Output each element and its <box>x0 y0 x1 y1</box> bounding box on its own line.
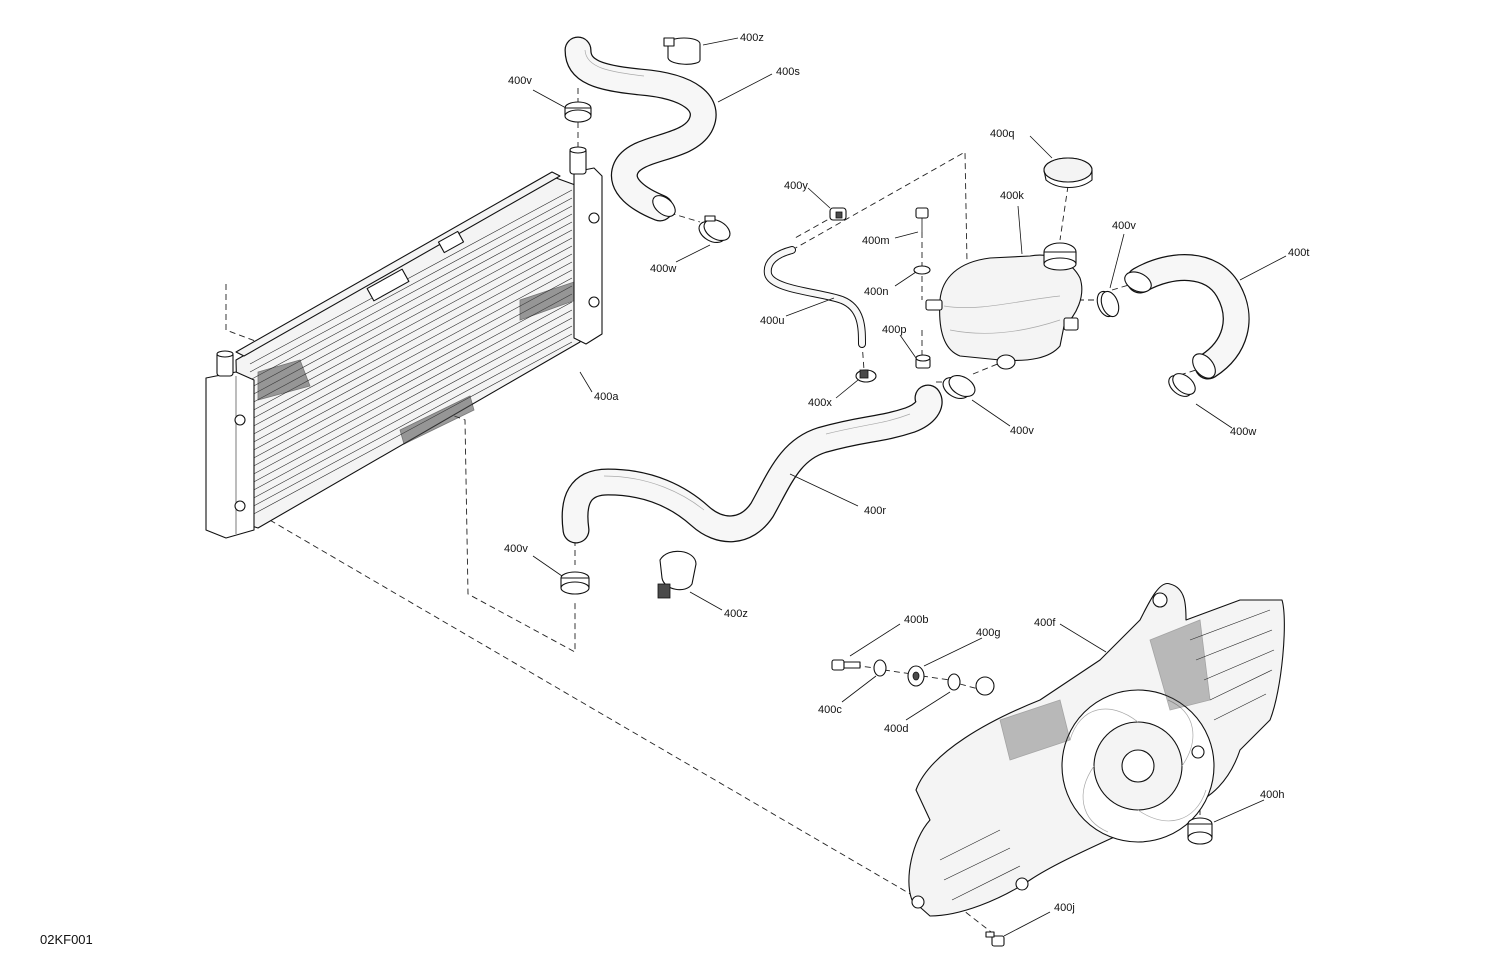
hose-clamp-v-mid <box>942 374 976 400</box>
hose-clip-z-bottom <box>657 550 697 599</box>
callout-400v-right: 400v <box>1112 220 1136 232</box>
callout-400n: 400n <box>864 286 888 298</box>
callout-400x: 400x <box>808 397 832 409</box>
callout-400z-top: 400z <box>740 32 764 44</box>
callout-400d: 400d <box>884 723 908 735</box>
upper-hose <box>564 36 717 222</box>
callout-400s: 400s <box>776 66 800 78</box>
callout-400t: 400t <box>1288 247 1309 259</box>
bolt-j <box>985 931 1005 947</box>
callout-400p: 400p <box>882 324 906 336</box>
callout-400w-right: 400w <box>1230 426 1256 438</box>
hose-clip-z-top <box>663 37 701 65</box>
expansion-tank <box>925 242 1083 370</box>
clip-y <box>829 207 847 221</box>
hose-clamp-v-top <box>564 101 592 123</box>
callout-400y: 400y <box>784 180 808 192</box>
callout-400w-left: 400w <box>650 263 676 275</box>
hose-clamp-v-bottom <box>560 571 590 595</box>
callout-400k: 400k <box>1000 190 1024 202</box>
hose-clamp-v-right <box>1096 290 1120 318</box>
bolt-b <box>831 659 861 671</box>
callout-400q: 400q <box>990 128 1014 140</box>
hose-clamp-w-left <box>698 215 731 244</box>
leader-lines <box>532 37 1287 937</box>
overflow-hose <box>763 246 866 348</box>
washer-d <box>947 673 961 691</box>
radiator <box>205 146 603 539</box>
right-hose <box>1124 254 1250 380</box>
callout-labels: 400a 400b 400c 400d 400f 400g 400h 400j … <box>504 32 1309 914</box>
callout-400j: 400j <box>1054 902 1075 914</box>
clamp-x <box>855 369 877 383</box>
nut-p <box>915 354 931 369</box>
washer-c <box>873 659 887 677</box>
grommet-g <box>907 665 925 687</box>
shroud-ribs <box>939 609 1275 901</box>
callout-400u: 400u <box>760 315 784 327</box>
callout-400f: 400f <box>1034 617 1056 629</box>
callout-400r: 400r <box>864 505 886 517</box>
radiator-cap <box>1043 157 1093 189</box>
callout-400m: 400m <box>862 235 890 247</box>
callout-400v-top: 400v <box>508 75 532 87</box>
fan-shroud <box>908 583 1285 917</box>
callout-400v-mid: 400v <box>1010 425 1034 437</box>
callout-400a: 400a <box>594 391 619 403</box>
callout-400b: 400b <box>904 614 928 626</box>
callout-400c: 400c <box>818 704 842 716</box>
small-parts <box>560 37 1213 947</box>
lower-hose <box>561 384 943 544</box>
callout-400h: 400h <box>1260 789 1284 801</box>
drawing-code: 02KF001 <box>40 932 93 947</box>
callout-400g: 400g <box>976 627 1000 639</box>
bolt-m <box>915 207 929 232</box>
callout-400z-bottom: 400z <box>724 608 748 620</box>
callout-400v-bottom: 400v <box>504 543 528 555</box>
washer-n <box>913 265 931 275</box>
grommet-h <box>1187 817 1213 845</box>
hose-clamp-w-right <box>1168 373 1196 397</box>
